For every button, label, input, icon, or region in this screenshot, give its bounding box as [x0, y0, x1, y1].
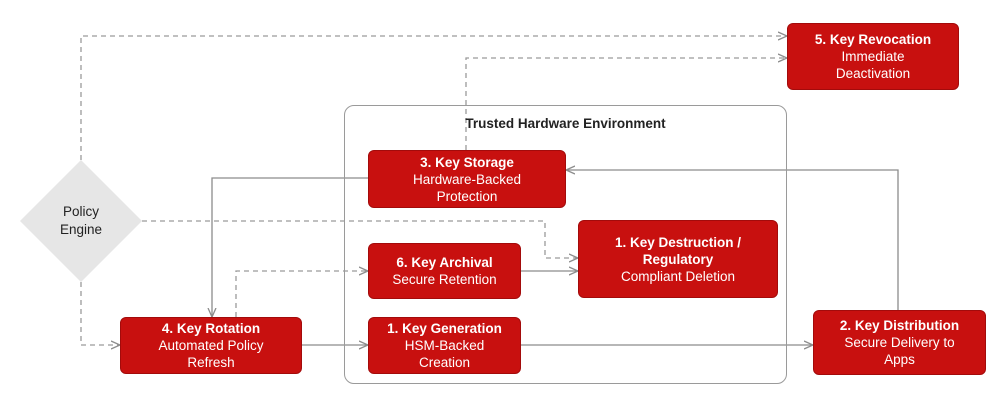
node-subtitle-line1: Secure Delivery to	[844, 335, 955, 350]
edge-storage-to-rotation	[212, 177, 368, 317]
node-title: 5. Key Revocation	[814, 32, 932, 47]
environment-title: Trusted Hardware Environment	[465, 116, 666, 131]
node-title: 1. Key Generation	[387, 321, 502, 336]
node-subtitle-line2: Apps	[884, 352, 915, 367]
node-subtitle-line1: HSM-Backed	[404, 338, 485, 353]
node-subtitle-line1: Automated Policy	[158, 338, 264, 353]
node-subtitle-line2: Deactivation	[835, 66, 911, 81]
node-subtitle-line2: Refresh	[187, 355, 235, 370]
node-key-storage[interactable]: 3. Key Storage Hardware-Backed Protectio…	[368, 150, 566, 208]
policy-engine-label: Policy Engine	[20, 160, 142, 282]
node-subtitle-line1: Immediate	[841, 49, 905, 64]
trusted-hardware-environment: Trusted Hardware Environment	[344, 105, 787, 384]
node-title: 4. Key Rotation	[161, 321, 261, 336]
node-key-rotation[interactable]: 4. Key Rotation Automated Policy Refresh	[120, 317, 302, 374]
node-subtitle-line1: Hardware-Backed	[412, 171, 522, 187]
policy-engine-label-line2: Engine	[59, 222, 103, 237]
edge-policy-to-rotation	[80, 282, 120, 345]
node-title-line2: Regulatory	[642, 251, 714, 267]
node-key-archival[interactable]: 6. Key Archival Secure Retention	[368, 243, 521, 299]
node-title: 1. Key Destruction /	[614, 234, 742, 250]
node-key-distribution[interactable]: 2. Key Distribution Secure Delivery to A…	[813, 310, 986, 375]
node-title: 2. Key Distribution	[839, 318, 960, 333]
node-title: 6. Key Archival	[396, 255, 493, 270]
edge-rotation-to-archival	[235, 271, 368, 317]
node-subtitle-line2: Creation	[418, 355, 471, 370]
policy-engine-label-line1: Policy	[62, 204, 99, 219]
edge-policy-to-revocation	[80, 36, 787, 160]
node-key-revocation[interactable]: 5. Key Revocation Immediate Deactivation	[787, 23, 959, 90]
node-key-destruction[interactable]: 1. Key Destruction / Regulatory Complian…	[578, 220, 778, 298]
edge-policy-to-destruction	[142, 220, 578, 258]
policy-engine-node[interactable]: Policy Engine	[20, 160, 142, 282]
edge-storage-to-revocation	[465, 58, 787, 150]
node-key-generation[interactable]: 1. Key Generation HSM-Backed Creation	[368, 317, 521, 374]
edge-distribution-to-storage	[566, 170, 899, 310]
node-subtitle-line1: Secure Retention	[392, 272, 497, 287]
node-subtitle-line2: Protection	[436, 188, 498, 204]
node-subtitle: Compliant Deletion	[620, 268, 736, 284]
node-title: 3. Key Storage	[420, 154, 514, 170]
